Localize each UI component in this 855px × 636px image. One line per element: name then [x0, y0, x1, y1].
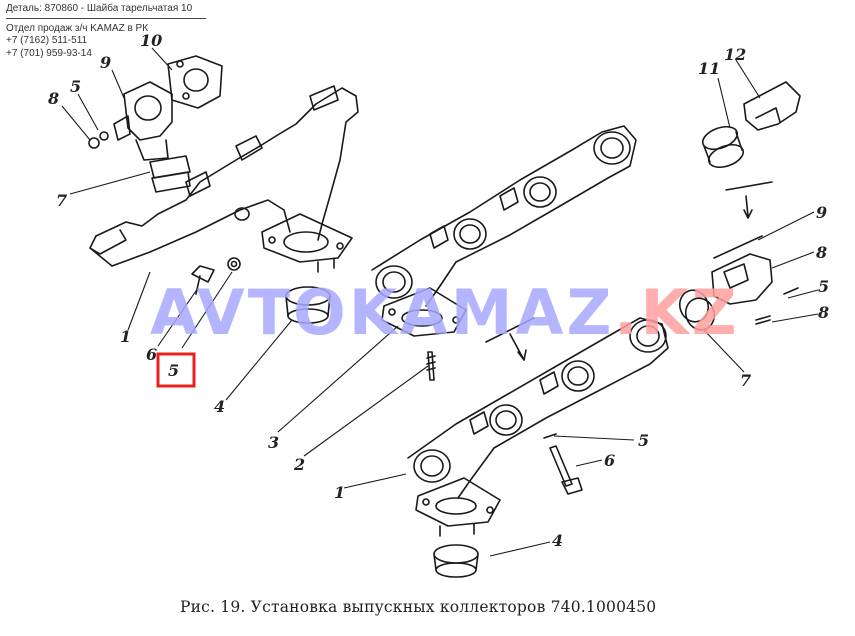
callout-5: 5 [70, 77, 81, 96]
callout-2: 2 [293, 455, 305, 474]
watermark-red: .KZ [614, 276, 740, 349]
callout-4: 4 [214, 397, 225, 416]
detail-line: Деталь: 870860 - Шайба тарельчатая 10 [6, 3, 193, 14]
callout-8-right-lower: 8 [817, 303, 829, 322]
sleeve-4-part [285, 286, 331, 324]
callout-labels: 8 5 9 10 7 1 6 5 4 3 2 1 4 11 12 9 8 5 8… [47, 31, 829, 550]
watermark: AVTOKAMAZ .KZ [150, 276, 740, 349]
callout-4-lower: 4 [552, 531, 563, 550]
gasket-9-right-part [713, 235, 763, 259]
callout-5-lower-right: 5 [638, 431, 649, 450]
divider [6, 17, 206, 19]
callout-1-lower: 1 [334, 483, 345, 502]
phone-2: +7 (701) 959-93-14 [6, 47, 92, 59]
highlight-box [156, 352, 196, 388]
callout-7: 7 [56, 191, 67, 210]
washer-5-part [227, 257, 241, 271]
arrow-top [725, 181, 773, 219]
ring-7-part [149, 155, 191, 193]
callout-11: 11 [698, 59, 720, 78]
callout-10: 10 [140, 31, 162, 50]
elbow-12-part [743, 81, 801, 131]
elbow-8-right-part [711, 253, 773, 305]
arrow-mid [485, 317, 535, 361]
sleeve-4-lower-part [433, 544, 479, 578]
callout-8-right: 8 [815, 243, 827, 262]
callout-12: 12 [724, 45, 746, 64]
manifold-upper-part [371, 125, 637, 337]
bolt-6-part [191, 265, 215, 295]
callout-6: 6 [146, 345, 157, 364]
ring-7-right-part [678, 289, 716, 331]
sleeve-11-part [701, 125, 745, 169]
bolt-6-lower-part [543, 433, 583, 495]
callout-5-highlighted: 5 [168, 361, 179, 380]
bolt-8-part [88, 131, 109, 149]
manifold-lower-part [407, 317, 669, 537]
callout-6-lower-right: 6 [604, 451, 615, 470]
stud-2-part [426, 351, 436, 381]
callout-8: 8 [47, 89, 59, 108]
manifold-1-part [89, 85, 359, 273]
callout-3: 3 [268, 433, 279, 452]
header-info: Деталь: 870860 - Шайба тарельчатая 10 От… [6, 3, 336, 60]
callout-1: 1 [120, 327, 131, 346]
watermark-blue: AVTOKAMAZ [150, 276, 614, 349]
callout-5-right: 5 [818, 277, 829, 296]
callout-9-right: 9 [816, 203, 827, 222]
leader-lines [61, 47, 819, 557]
figure-caption: Рис. 19. Установка выпускных коллекторов… [180, 598, 657, 616]
small-bolt-right-part [755, 287, 799, 325]
callout-9: 9 [100, 53, 111, 72]
seller-line: Отдел продаж з/ч KAMAZ в РК [6, 22, 149, 34]
phone-1: +7 (7162) 511-511 [6, 35, 88, 46]
callout-7-right: 7 [740, 371, 751, 390]
elbow-9-part [113, 81, 173, 161]
gasket-10-part [167, 55, 223, 109]
